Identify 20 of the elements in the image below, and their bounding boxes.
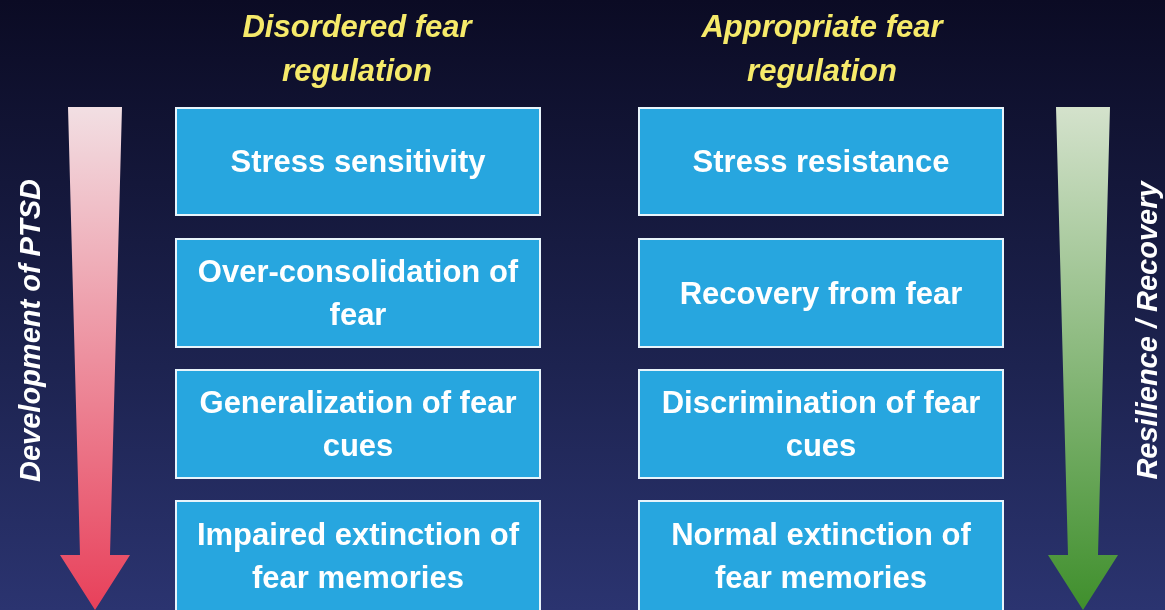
box-text: Discrimination of fear cues <box>660 384 982 465</box>
process-box <box>638 500 1004 610</box>
box-text: Stress resistance <box>692 143 950 181</box>
column-heading: Disordered fear regulation <box>241 8 474 90</box>
box-text: Normal extinction of fear memories <box>670 516 972 597</box>
arrow-caption: Development of PTSD <box>13 178 47 482</box>
box-text: Stress sensitivity <box>230 143 486 181</box>
box-text: Impaired extinction of fear memories <box>195 516 521 597</box>
arrow-caption: Resilience / Recovery <box>1130 180 1164 480</box>
column-heading: Appropriate fear regulation <box>700 8 945 90</box>
process-box <box>638 369 1004 479</box>
process-box <box>175 369 541 479</box>
process-box <box>175 107 541 216</box>
box-text: Recovery from fear <box>679 274 963 313</box>
process-box <box>638 238 1004 348</box>
process-box <box>638 107 1004 216</box>
box-text: Over-consolidation of fear <box>196 253 520 334</box>
process-box <box>175 500 541 610</box>
box-text: Generalization of fear cues <box>198 384 518 465</box>
process-box <box>175 238 541 348</box>
